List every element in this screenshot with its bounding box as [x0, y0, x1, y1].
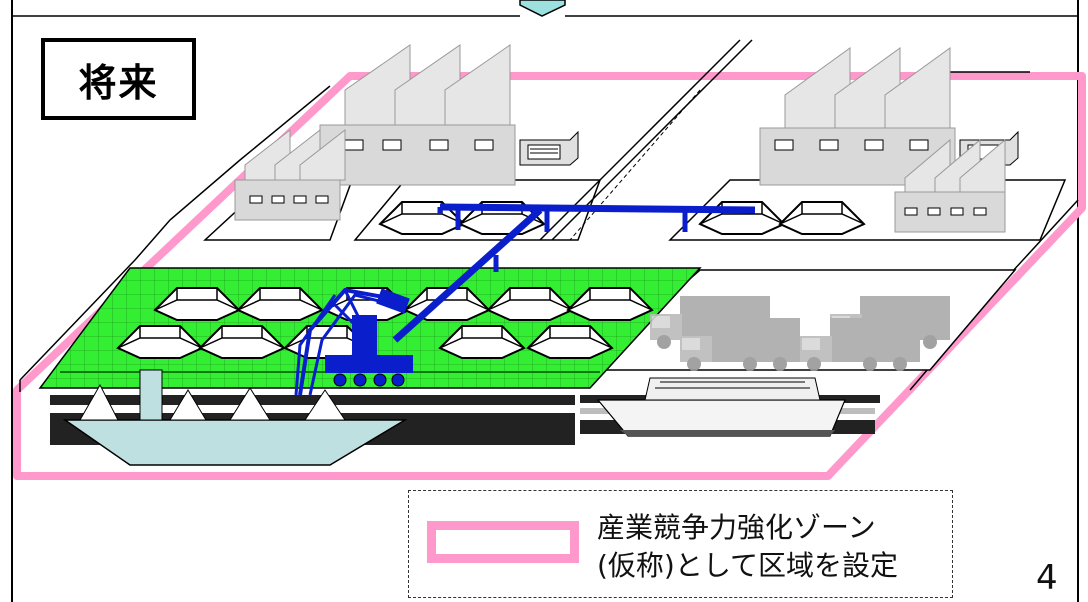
- crane-icon: [294, 287, 413, 396]
- factory-icon: [319, 44, 516, 186]
- legend-text: 産業競争力強化ゾーン (仮称)として区域を設定: [597, 509, 947, 585]
- factory-icon: [894, 138, 1006, 233]
- down-arrow-icon: [519, 0, 566, 17]
- legend-line-1: 産業競争力強化ゾーン: [597, 511, 876, 544]
- warehouse-icon: [519, 130, 579, 166]
- factory-icon: [234, 128, 346, 221]
- factory-icon: [759, 47, 956, 186]
- ship-icon: [62, 369, 408, 466]
- page-number: 4: [1036, 558, 1058, 598]
- conveyor: [392, 203, 756, 343]
- page-title: 将来: [41, 38, 196, 120]
- ship-icon: [596, 377, 846, 437]
- legend-zone-swatch: [427, 521, 579, 563]
- zone-boundary: [13, 72, 1086, 480]
- legend-line-2: (仮称)として区域を設定: [597, 549, 899, 582]
- legend-box: 産業競争力強化ゾーン (仮称)として区域を設定: [408, 490, 953, 598]
